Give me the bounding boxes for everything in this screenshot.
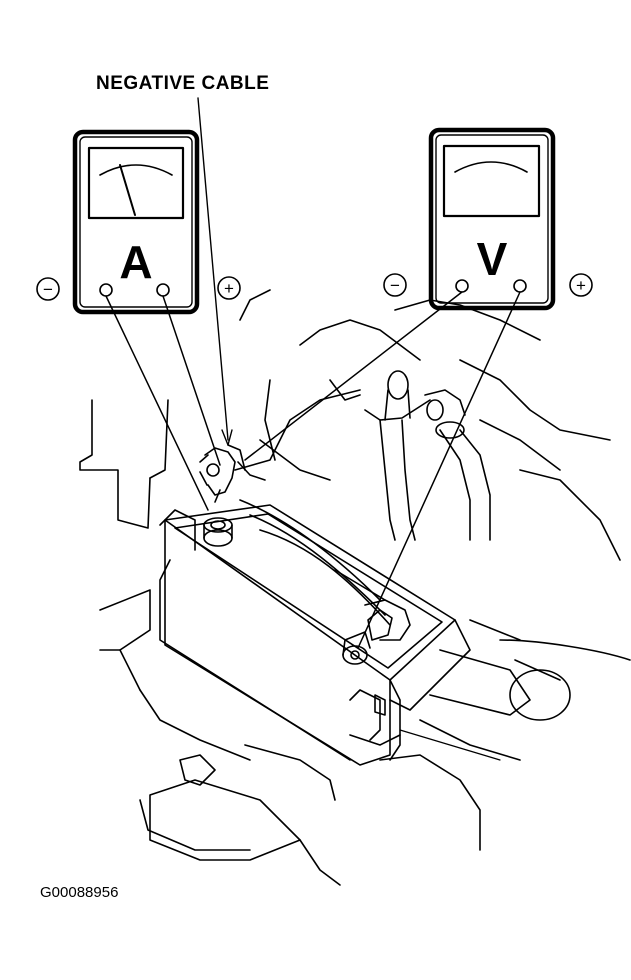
figure-id: G00088956 (40, 884, 119, 901)
ammeter-pos-lead (162, 295, 221, 466)
svg-text:+: + (576, 276, 586, 295)
test-leads (105, 291, 521, 649)
voltmeter-positive-symbol: + (569, 273, 593, 297)
negative-cable-label: NEGATIVE CABLE (96, 73, 270, 94)
hoses (364, 370, 491, 541)
ammeter (72, 129, 200, 315)
engine-bay-lines (79, 289, 621, 561)
ammeter-negative-symbol: − (36, 277, 60, 301)
voltmeter-pos-lead (357, 291, 521, 649)
svg-text:+: + (224, 279, 234, 298)
voltmeter-positive-jack (513, 279, 527, 293)
voltmeter-negative-jack (455, 279, 469, 293)
ammeter-negative-jack (99, 283, 113, 297)
battery (159, 504, 471, 766)
ammeter-positive-symbol: + (217, 276, 241, 300)
svg-text:−: − (43, 280, 53, 299)
radiator-hose (429, 619, 631, 721)
wire-harness (239, 499, 391, 626)
positive-terminal (334, 569, 411, 665)
callout-leader (197, 97, 233, 446)
voltmeter-negative-symbol: − (383, 273, 407, 297)
voltmeter-neg-lead (244, 291, 463, 461)
battery-tray (99, 589, 521, 886)
ammeter-letter: A (119, 236, 152, 288)
ammeter-positive-jack (156, 283, 170, 297)
ammeter-needle (119, 164, 136, 216)
ammeter-neg-lead (105, 295, 209, 511)
voltmeter-letter: V (477, 233, 508, 285)
voltmeter (428, 127, 556, 311)
negative-cable-clamp (199, 444, 266, 503)
negative-terminal (203, 517, 233, 547)
svg-text:−: − (390, 276, 400, 295)
